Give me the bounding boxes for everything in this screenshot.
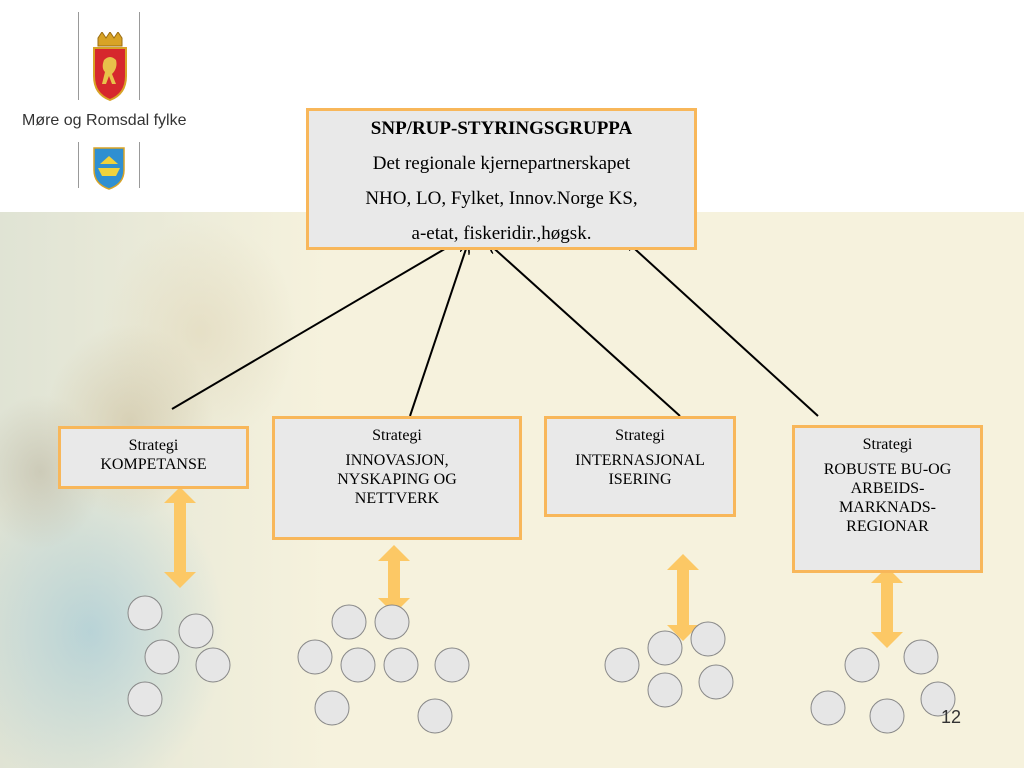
member-circle bbox=[144, 639, 180, 675]
strategy-label: Strategi bbox=[615, 427, 665, 444]
county-shield-icon bbox=[93, 147, 125, 190]
steering-group-title: SNP/RUP-STYRINGSGRUPPA bbox=[370, 118, 633, 139]
strategy-box-kompetanse: Strategi KOMPETANSE bbox=[58, 426, 249, 489]
county-name: Møre og Romsdal fylke bbox=[22, 112, 187, 129]
connector-internasjonalisering bbox=[488, 243, 681, 417]
logo-divider-left-lower bbox=[78, 142, 79, 188]
strategy-box-innovasjon: Strategi INNOVASJON, NYSKAPING OG NETTVE… bbox=[272, 416, 522, 540]
double-arrow-3 bbox=[667, 554, 699, 641]
strategy-text: INTERNASJONAL ISERING bbox=[575, 452, 705, 488]
steering-group-line-2: NHO, LO, Fylket, Innov.Norge KS, bbox=[365, 188, 638, 209]
member-circle bbox=[374, 604, 410, 640]
member-circle bbox=[903, 639, 939, 675]
member-circles bbox=[127, 595, 956, 734]
connector-kompetanse bbox=[171, 240, 460, 410]
member-circle bbox=[340, 647, 376, 683]
member-circle bbox=[178, 613, 214, 649]
double-arrow-2 bbox=[378, 545, 410, 614]
member-circle bbox=[195, 647, 231, 683]
member-circle bbox=[314, 690, 350, 726]
steering-group-line-3: a-etat, fiskeridir.,høgsk. bbox=[411, 223, 592, 244]
member-circle bbox=[434, 647, 470, 683]
member-circle bbox=[844, 647, 880, 683]
strategy-label: Strategi bbox=[372, 427, 422, 444]
connector-innovasjon bbox=[409, 243, 468, 417]
coat-of-arms-lion-icon bbox=[93, 32, 127, 102]
strategy-label: Strategi bbox=[128, 437, 179, 454]
member-circle bbox=[920, 681, 956, 717]
member-circle bbox=[127, 595, 163, 631]
logo-divider-left bbox=[78, 12, 79, 100]
member-circle bbox=[331, 604, 367, 640]
member-circle bbox=[297, 639, 333, 675]
member-circle bbox=[869, 698, 905, 734]
double-arrows bbox=[164, 487, 903, 648]
strategy-box-internasjonalisering: Strategi INTERNASJONAL ISERING bbox=[544, 416, 736, 517]
logo-divider-right bbox=[139, 12, 140, 100]
strategy-text: ROBUSTE BU-OG ARBEIDS- MARKNADS- REGIONA… bbox=[823, 461, 952, 535]
steering-group-box: SNP/RUP-STYRINGSGRUPPA Det regionale kje… bbox=[306, 108, 697, 250]
double-arrow-4 bbox=[871, 567, 903, 648]
county-logo: Møre og Romsdal fylke bbox=[20, 8, 220, 190]
member-circle bbox=[417, 698, 453, 734]
connector-robuste-regionar bbox=[625, 240, 819, 417]
page-number: 12 bbox=[941, 707, 962, 727]
member-circle bbox=[810, 690, 846, 726]
member-circle bbox=[690, 621, 726, 657]
double-arrow-1 bbox=[164, 487, 196, 588]
strategy-box-robuste-regionar: Strategi ROBUSTE BU-OG ARBEIDS- MARKNADS… bbox=[792, 425, 983, 573]
member-circle bbox=[647, 630, 683, 666]
strategy-text: INNOVASJON, NYSKAPING OG NETTVERK bbox=[337, 452, 457, 507]
strategy-label: Strategi bbox=[862, 436, 913, 453]
member-circle bbox=[127, 681, 163, 717]
steering-group-line-1: Det regionale kjernepartnerskapet bbox=[372, 153, 631, 174]
strategy-text: KOMPETANSE bbox=[100, 456, 207, 473]
logo-divider-right-lower bbox=[139, 142, 140, 188]
member-circle bbox=[383, 647, 419, 683]
member-circle bbox=[698, 664, 734, 700]
member-circle bbox=[647, 672, 683, 708]
member-circle bbox=[604, 647, 640, 683]
